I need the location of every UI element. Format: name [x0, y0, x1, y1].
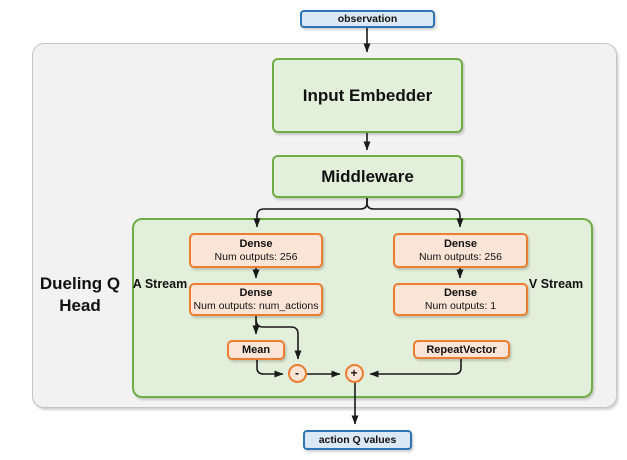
- repeat-vector-label: RepeatVector: [426, 343, 497, 356]
- v-stream-dense1-node: Dense Num outputs: 256: [393, 233, 528, 268]
- v-dense2-title: Dense: [443, 286, 478, 299]
- subtract-op-label: -: [295, 365, 299, 380]
- add-op-node: +: [344, 363, 364, 383]
- a-dense1-subtitle: Num outputs: 256: [214, 250, 298, 263]
- observation-node: observation: [300, 10, 435, 28]
- v-stream-dense2-node: Dense Num outputs: 1: [393, 283, 528, 316]
- a-dense2-subtitle: Num outputs: num_actions: [193, 299, 319, 312]
- add-op-label: +: [350, 365, 358, 380]
- input-embedder-label: Input Embedder: [302, 85, 433, 105]
- subtract-op-node: -: [287, 363, 307, 383]
- mean-label: Mean: [241, 344, 271, 356]
- mean-node: Mean: [227, 340, 285, 360]
- v-dense2-subtitle: Num outputs: 1: [424, 299, 497, 312]
- middleware-node: Middleware: [272, 155, 463, 198]
- a-stream-dense1-node: Dense Num outputs: 256: [189, 233, 323, 268]
- a-stream-dense2-node: Dense Num outputs: num_actions: [189, 283, 323, 316]
- repeat-vector-node: RepeatVector: [413, 340, 510, 359]
- a-dense1-title: Dense: [239, 237, 273, 250]
- v-stream-label: V Stream: [528, 277, 584, 291]
- a-stream-label: A Stream: [132, 277, 188, 291]
- middleware-label: Middleware: [321, 166, 414, 186]
- observation-label: observation: [337, 13, 398, 25]
- input-embedder-node: Input Embedder: [272, 58, 463, 133]
- v-dense1-title: Dense: [443, 237, 478, 250]
- action-q-values-label: action Q values: [318, 434, 397, 446]
- action-q-values-node: action Q values: [303, 430, 412, 450]
- dueling-q-head-label: Dueling Q Head: [39, 274, 121, 315]
- v-dense1-subtitle: Num outputs: 256: [419, 250, 502, 263]
- a-dense2-title: Dense: [239, 286, 273, 299]
